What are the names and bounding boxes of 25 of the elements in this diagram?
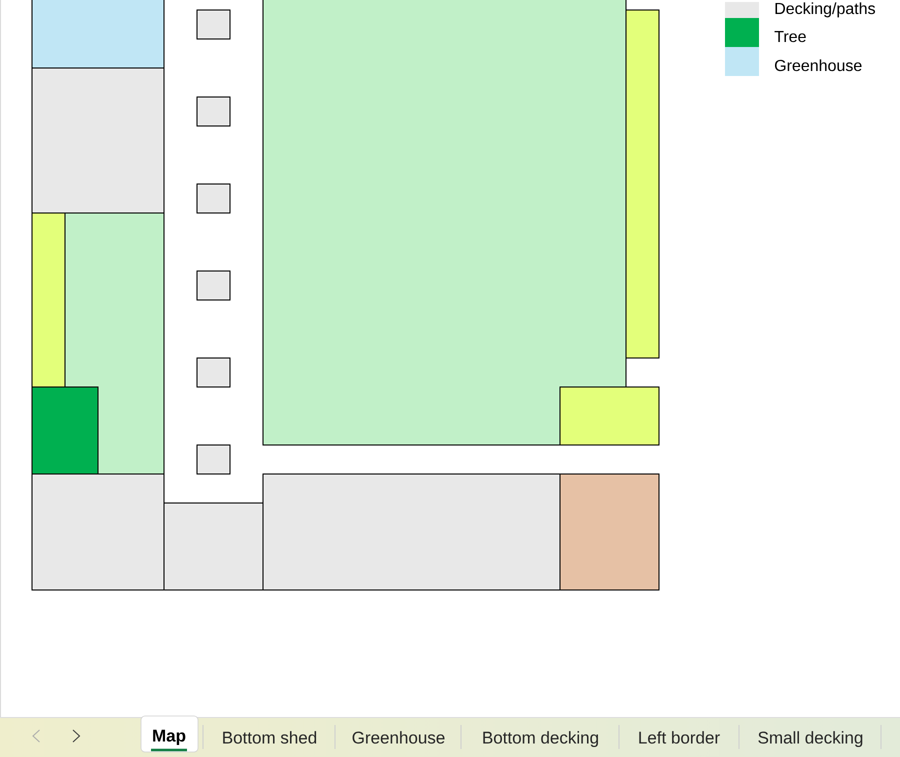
shed-area	[560, 474, 660, 590]
stepping-stone	[196, 96, 230, 126]
stepping-stone	[196, 10, 230, 40]
decking-area	[164, 502, 264, 590]
decking-area	[32, 68, 164, 214]
stepping-stone	[196, 270, 230, 300]
legend-label: Greenhouse	[775, 59, 862, 72]
legend-label: Tree	[774, 31, 806, 42]
tab-label: Left border	[639, 731, 720, 744]
stepping-stone	[196, 358, 230, 388]
tab-label: Greenhouse	[352, 731, 445, 744]
sheet-tab: Map	[140, 716, 198, 752]
legend-label: Decking/paths	[776, 2, 875, 18]
tree-area	[32, 386, 98, 474]
decking-area	[32, 474, 164, 590]
stepping-stone	[196, 444, 230, 474]
stepping-stone	[196, 184, 230, 214]
lawn-area	[262, 0, 626, 446]
tab-label: Bottom shed	[223, 731, 316, 744]
border-bed	[560, 386, 660, 446]
border-bed	[32, 212, 66, 388]
tab-label: Small decking	[758, 731, 862, 748]
greenhouse-area	[32, 0, 164, 68]
border-bed	[626, 10, 660, 358]
tab-label: Bottom decking	[483, 731, 598, 748]
